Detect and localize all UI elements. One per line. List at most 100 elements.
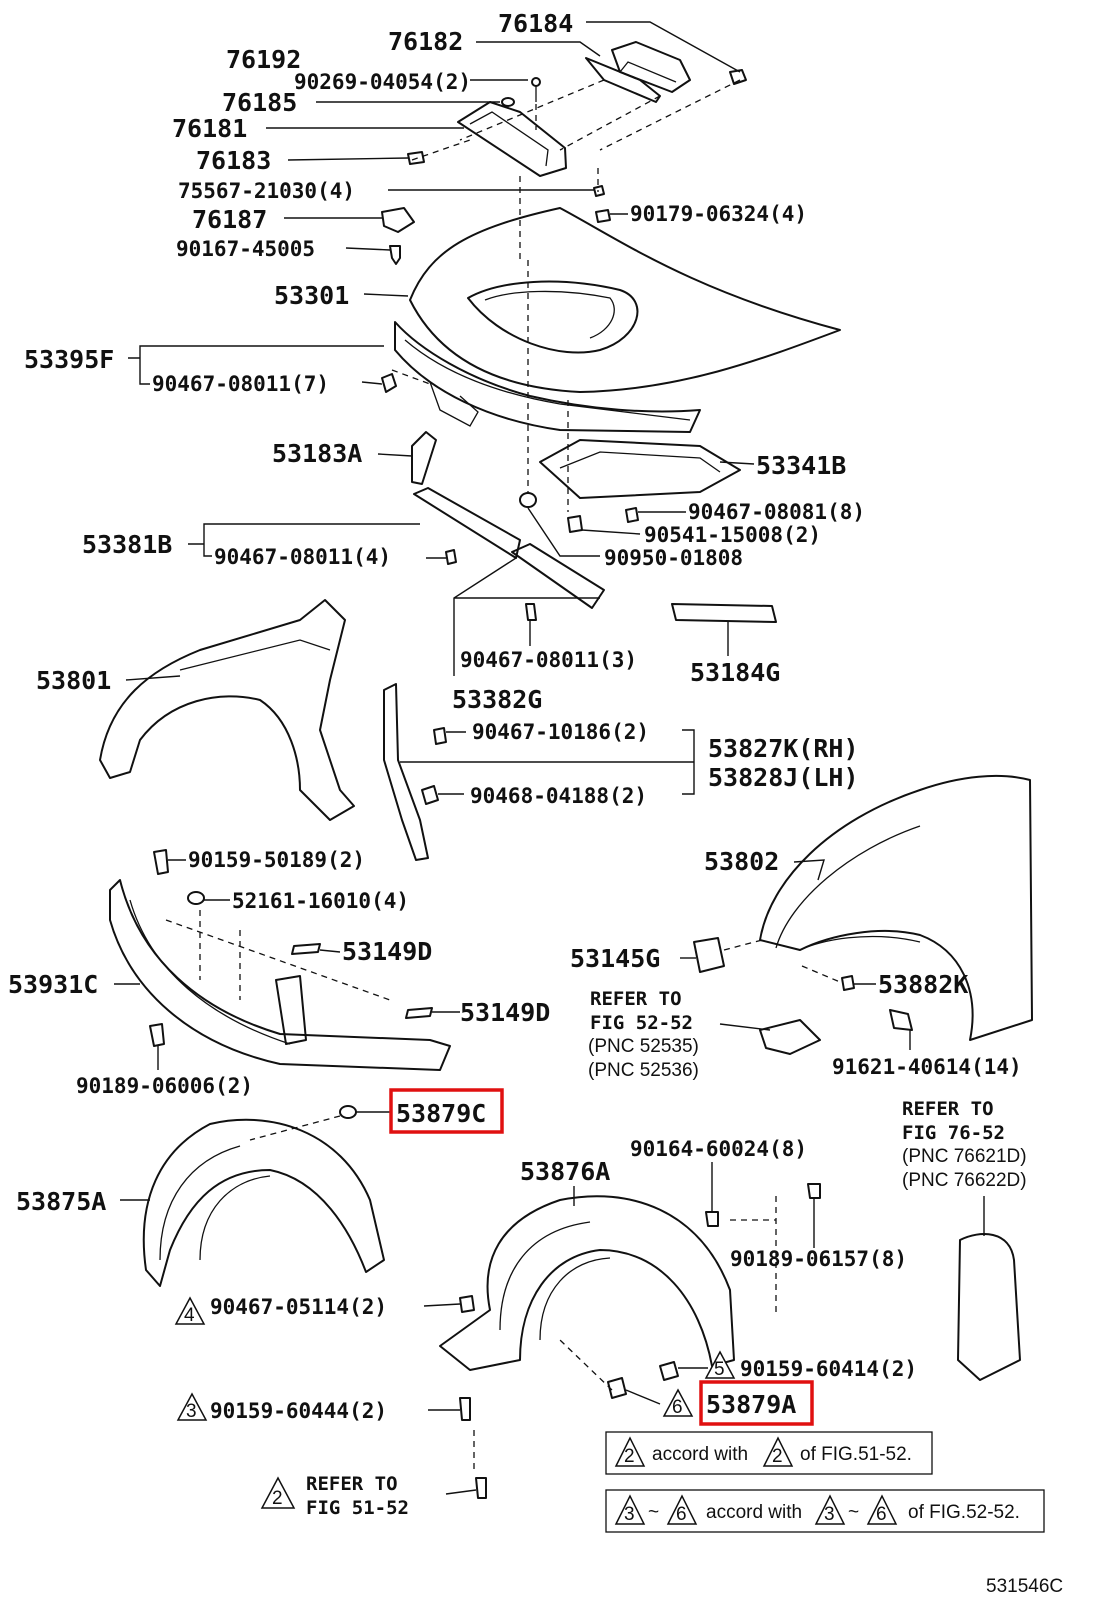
fender-bracket-shape — [759, 1019, 821, 1055]
part-53931C-shape — [109, 879, 451, 1071]
note-1-text-a: accord with — [652, 1444, 748, 1465]
seal-parts — [411, 431, 777, 623]
note-1-num-a: 2 — [624, 1446, 635, 1467]
bolt-91621-shape — [889, 1009, 913, 1031]
leader-53879A — [625, 1389, 661, 1405]
part-53876A-ribs — [499, 1221, 611, 1341]
fender-parts — [99, 599, 1033, 1055]
liner-parts — [142, 1105, 1021, 1499]
clip-90467-3-shape — [525, 603, 537, 621]
screw-90159-60444-shape — [459, 1397, 471, 1421]
leader-76183 — [287, 157, 409, 161]
note-2-sep-a: ~ — [648, 1502, 659, 1523]
label-90468: 90468-04188(2) — [470, 784, 647, 808]
hood-underframe — [394, 321, 701, 433]
label-90467-4: 90467-08011(4) — [214, 545, 391, 569]
part-53882K-shape — [841, 975, 855, 991]
label-53301: 53301 — [274, 281, 349, 310]
label-76182: 76182 — [388, 27, 463, 56]
label-90467-05114: 90467-05114(2) — [210, 1295, 387, 1319]
label-53149D-a: 53149D — [342, 937, 432, 966]
diagram-id: 531546C — [986, 1576, 1063, 1597]
leader-53801 — [125, 675, 181, 681]
clip-52161-shape — [187, 891, 205, 905]
label-53879C: 53879C — [396, 1099, 486, 1128]
note-2-triangle-b-icon — [666, 1494, 698, 1525]
bolt-90167-shape — [389, 245, 401, 265]
bolt-90189-06006-shape — [149, 1023, 165, 1047]
part-53341B-detail — [559, 451, 721, 473]
refer-52-52-fig: FIG 52-52 — [590, 1012, 693, 1034]
hood-assembly — [381, 207, 841, 533]
label-53931C: 53931C — [8, 970, 98, 999]
label-53875A: 53875A — [16, 1187, 106, 1216]
hood-scoop-inner — [484, 290, 615, 339]
label-76192: 76192 — [226, 45, 301, 74]
label-76187: 76187 — [192, 205, 267, 234]
note-2-sep-b: ~ — [848, 1502, 859, 1523]
fender-guide-lines — [723, 939, 841, 983]
part-53802-shape — [759, 774, 1033, 1041]
label-53341B: 53341B — [756, 451, 846, 480]
hood-scoop-parts — [381, 41, 747, 265]
label-90159-60444: 90159-60444(2) — [210, 1399, 387, 1423]
note-box-1-frame — [605, 1431, 933, 1475]
label-53149D-b: 53149D — [460, 998, 550, 1027]
label-53876A: 53876A — [520, 1157, 610, 1186]
note-1-num-b: 2 — [772, 1446, 783, 1467]
leader-90950 — [527, 507, 600, 557]
cushion-90950-shape — [519, 492, 537, 508]
note-1-triangle-b-icon — [762, 1436, 794, 1467]
screw-90269-shape — [531, 77, 541, 87]
label-90164: 90164-60024(8) — [630, 1137, 807, 1161]
part-53149D-a-shape — [291, 943, 321, 955]
leader-90167 — [345, 247, 391, 251]
label-90159-50189: 90159-50189(2) — [188, 848, 365, 872]
highlight-53879C — [389, 1088, 504, 1134]
leader-lines — [114, 21, 985, 1495]
leader-refer-51-52 — [445, 1489, 477, 1495]
label-53145G: 53145G — [570, 944, 660, 973]
nut-90179-shape — [595, 209, 611, 223]
note-2-text-a: accord with — [706, 1502, 802, 1523]
highlight-53879A — [699, 1380, 814, 1426]
leader-53827K — [400, 729, 695, 795]
part-53382G-shape — [511, 543, 605, 609]
triangle-6-icon — [662, 1388, 694, 1417]
note-1-triangle-a-icon — [614, 1436, 646, 1467]
leader-refer-52-52 — [719, 1023, 771, 1031]
triangle-5-label: 5 — [714, 1359, 725, 1380]
hood-latch — [429, 381, 479, 427]
part-53149D-b-shape — [405, 1007, 433, 1019]
leader-90541 — [581, 529, 641, 535]
note-box-1: 2 accord with 2 of FIG.51-52. — [605, 1431, 933, 1475]
label-76181: 76181 — [172, 114, 247, 143]
clip-90467-7-shape — [381, 373, 397, 393]
retainer-guide-lines — [165, 910, 391, 1001]
label-90159-60414: 90159-60414(2) — [740, 1357, 917, 1381]
bumper-retainer-parts — [109, 849, 451, 1071]
label-91621: 91621-40614(14) — [832, 1055, 1022, 1079]
bolt-90159-50189-shape — [153, 849, 169, 875]
refer-76-52-pnc1: (PNC 76621D) — [902, 1146, 1027, 1167]
leader-90467-7 — [361, 381, 383, 385]
triangle-4-icon — [174, 1296, 206, 1325]
refer-76-52-fig: FIG 76-52 — [902, 1122, 1005, 1144]
leader-53183A — [377, 453, 413, 457]
screw-90164-shape — [705, 1211, 719, 1227]
label-53382G: 53382G — [452, 685, 542, 714]
scoop-guide-lines — [411, 79, 741, 260]
triangle-3-icon — [176, 1392, 208, 1421]
stopper-90541-shape — [567, 515, 583, 533]
part-53184G-shape — [671, 603, 777, 623]
clip-90467-4-shape — [445, 549, 457, 565]
label-53882K: 53882K — [878, 970, 968, 999]
label-76185: 76185 — [222, 88, 297, 117]
label-90189-06006: 90189-06006(2) — [76, 1074, 253, 1098]
retainer-bracket-shape — [275, 975, 307, 1045]
note-2-triangle-c-icon — [814, 1494, 846, 1525]
note-2-text-b: of FIG.52-52. — [908, 1502, 1020, 1523]
bolt-90189-06157-shape — [807, 1183, 821, 1199]
label-53802: 53802 — [704, 847, 779, 876]
